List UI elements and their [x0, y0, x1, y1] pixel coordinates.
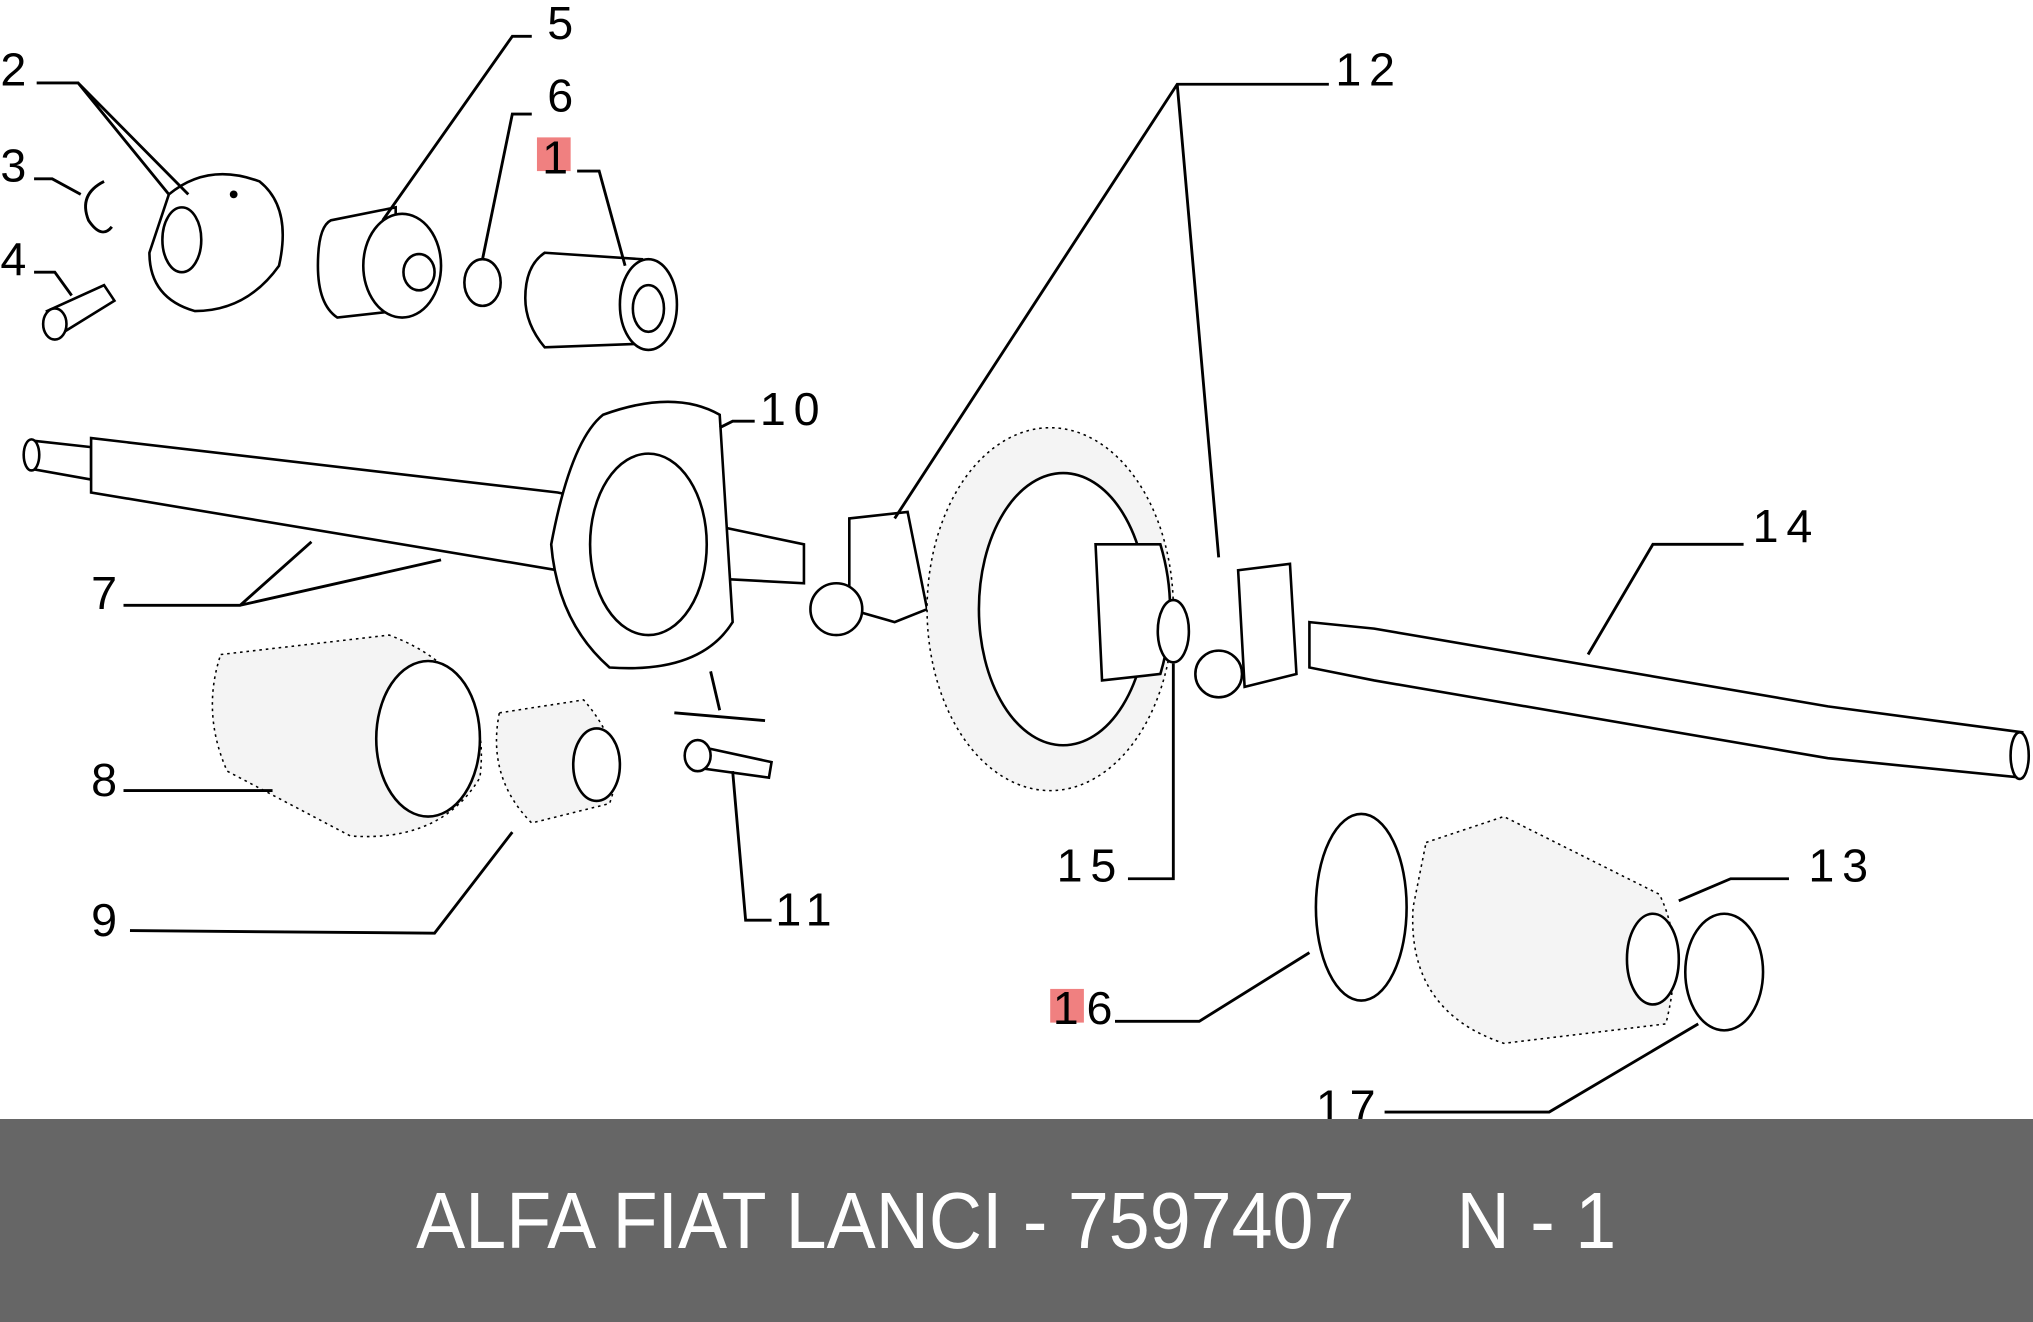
- leader-lines: [34, 34, 1789, 1114]
- part-flange-plate: [549, 400, 734, 670]
- part-number-text: ALFA FIAT LANCI - 7597407 N - 1: [416, 1175, 1617, 1265]
- part-tripod-joints: [809, 510, 1298, 699]
- part-boot-clamp-small: [1683, 912, 1765, 1032]
- callout-10: 10: [760, 383, 827, 435]
- part-circlip: [84, 180, 113, 234]
- part-cv-boot-small: [495, 699, 622, 824]
- callout-11: 11: [775, 883, 839, 935]
- part-snap-ring: [463, 257, 502, 308]
- highlight-marker-16: [1050, 988, 1084, 1023]
- callout-12: 12: [1335, 44, 1402, 96]
- part-cv-boot-right: [1411, 815, 1681, 1045]
- callout-6: 6: [547, 69, 581, 121]
- highlight-marker-1: [536, 137, 571, 172]
- callout-16: 16: [1053, 982, 1120, 1034]
- callout-1: 1: [542, 132, 576, 184]
- part-flange-bolt: [683, 738, 774, 780]
- callout-2: 2: [0, 44, 34, 96]
- callout-14: 14: [1753, 500, 1820, 552]
- part-differential-gear: [926, 426, 1175, 792]
- callout-13: 13: [1808, 839, 1875, 891]
- callout-8: 8: [91, 754, 125, 806]
- callout-3: 3: [0, 139, 34, 191]
- part-boot-clamp-large: [1314, 812, 1408, 1002]
- part-bushing: [523, 251, 679, 352]
- callout-5: 5: [547, 0, 581, 49]
- part-bolt: [41, 283, 117, 341]
- callout-7: 7: [91, 567, 125, 619]
- part-number-banner: ALFA FIAT LANCI - 7597407 N - 1: [0, 1119, 2033, 1322]
- callout-4: 4: [0, 233, 34, 285]
- callout-9: 9: [91, 894, 125, 946]
- part-joint-housing: [148, 172, 285, 313]
- part-bearing: [316, 205, 443, 319]
- part-cv-boot-large: [211, 634, 483, 838]
- callout-15: 15: [1057, 839, 1124, 891]
- part-output-shaft: [1308, 620, 2031, 781]
- part-seal-ring: [1156, 598, 1191, 664]
